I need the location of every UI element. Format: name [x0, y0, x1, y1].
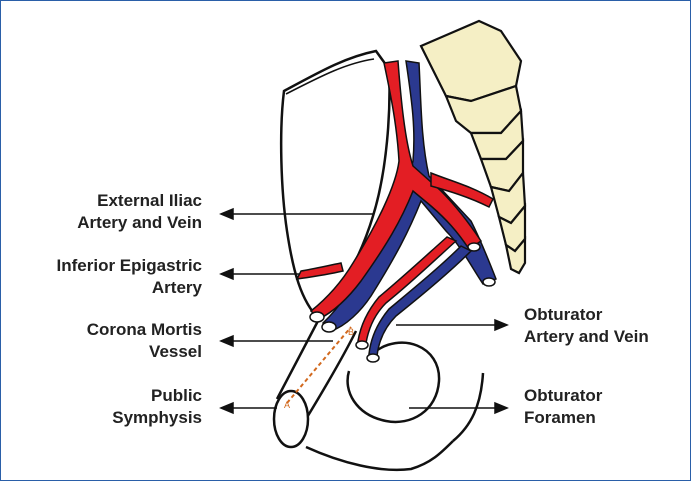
obturator-vessel-end-vein	[367, 354, 379, 362]
marker-b: B	[348, 327, 354, 337]
marker-a: A	[284, 400, 290, 410]
arrowhead-obturator-foramen	[495, 403, 507, 413]
label-obturator-vessels-line2: Artery and Vein	[524, 326, 649, 348]
label-obturator-foramen: Obturator Foramen	[524, 385, 602, 429]
obturator-vessel-end-artery	[356, 341, 368, 349]
label-corona-mortis: Corona Mortis Vessel	[87, 319, 202, 363]
external-vessel-end-vein	[322, 322, 336, 332]
label-corona-mortis-line1: Corona Mortis	[87, 319, 202, 341]
label-pubic-symphysis: Public Symphysis	[112, 385, 202, 429]
internal-vessel-end-vein	[483, 278, 495, 286]
label-external-iliac-line1: External Iliac	[77, 190, 202, 212]
arrowhead-pubic-symphysis	[221, 403, 233, 413]
arrowhead-obturator-vessels	[495, 320, 507, 330]
label-inferior-epigastric: Inferior Epigastric Artery	[57, 255, 202, 299]
label-corona-mortis-line2: Vessel	[87, 341, 202, 363]
pubic-symphysis-face	[274, 391, 308, 447]
external-vessel-end-artery	[310, 312, 324, 322]
label-external-iliac-line2: Artery and Vein	[77, 212, 202, 234]
arrowhead-external-iliac	[221, 209, 233, 219]
label-inferior-epigastric-line1: Inferior Epigastric	[57, 255, 202, 277]
label-obturator-foramen-line1: Obturator	[524, 385, 602, 407]
ischial-body	[306, 441, 453, 470]
label-obturator-vessels-line1: Obturator	[524, 304, 649, 326]
ischial-tuberosity	[453, 373, 483, 441]
label-pubic-symphysis-line2: Symphysis	[112, 407, 202, 429]
label-obturator-foramen-line2: Foramen	[524, 407, 602, 429]
label-inferior-epigastric-line2: Artery	[57, 277, 202, 299]
arrowhead-inferior-epigastric	[221, 269, 233, 279]
label-obturator-vessels: Obturator Artery and Vein	[524, 304, 649, 348]
arrowhead-corona-mortis	[221, 336, 233, 346]
label-pubic-symphysis-line1: Public	[112, 385, 202, 407]
label-external-iliac: External Iliac Artery and Vein	[77, 190, 202, 234]
